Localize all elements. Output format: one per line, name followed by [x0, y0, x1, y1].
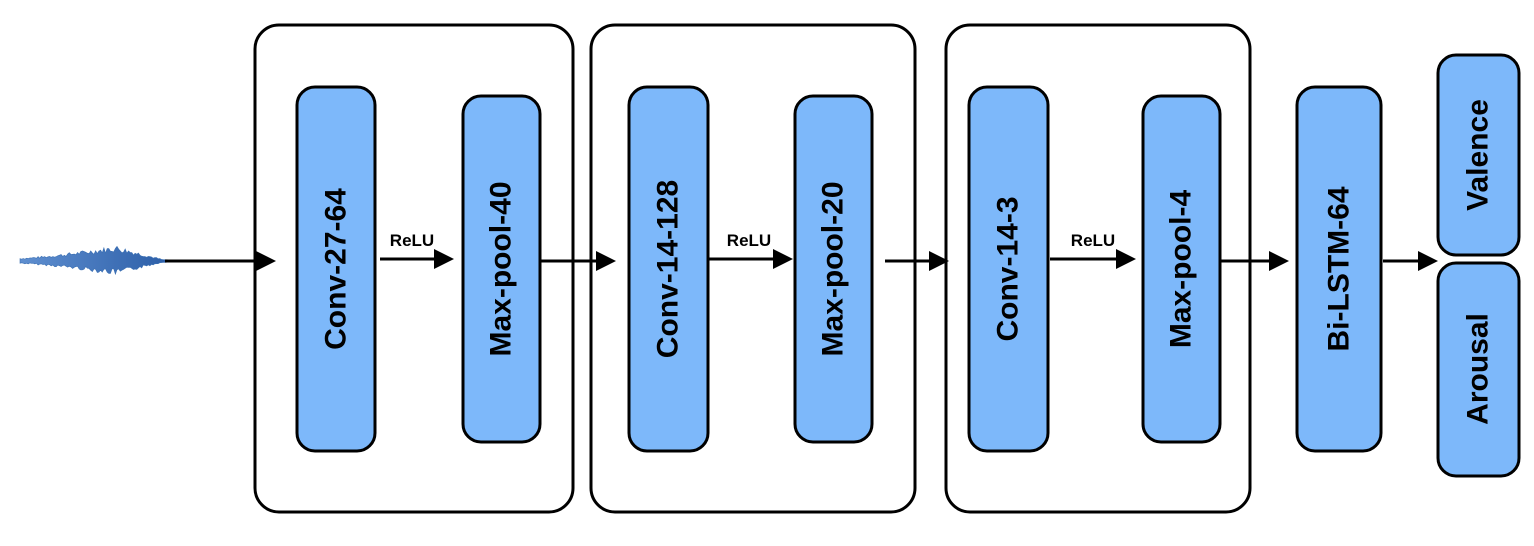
conv-block-2-box: [589, 23, 917, 514]
maxpool-layer-3: [1141, 94, 1222, 444]
arrow-input-to-block1: [165, 251, 276, 271]
arousal-output-label: Arousal: [1462, 313, 1495, 425]
conv-layer-1-label: Conv-27-64: [320, 188, 353, 350]
valence-output: [1436, 53, 1521, 257]
arrow-block1-to-block2: [541, 251, 616, 271]
conv-layer-3-label: Conv-14-3: [992, 196, 1025, 341]
bilstm-layer: [1295, 85, 1383, 453]
maxpool-layer-2: [793, 94, 874, 444]
maxpool-layer-2-label: Max-pool-20: [817, 181, 850, 356]
conv-layer-1: [295, 85, 377, 453]
relu-label-3: ReLU: [1071, 231, 1115, 250]
relu-label-1: ReLU: [390, 231, 434, 250]
audio-waveform-icon: [19, 245, 169, 276]
arousal-output: [1436, 261, 1521, 478]
arrow-bilstm-to-outputs: [1383, 251, 1438, 271]
conv-block-3-box: [944, 23, 1252, 514]
conv-layer-3: [967, 85, 1050, 453]
arrow-block2-to-block3: [885, 251, 949, 271]
maxpool-layer-1-label: Max-pool-40: [485, 181, 518, 356]
conv-layer-2: [627, 85, 710, 453]
conv-layer-2-label: Conv-14-128: [652, 180, 685, 358]
arrow-relu-1: [380, 249, 454, 269]
arrow-block3-to-bilstm: [1221, 251, 1289, 271]
arrow-relu-2: [709, 249, 793, 269]
valence-output-label: Valence: [1462, 99, 1495, 211]
bilstm-layer-label: Bi-LSTM-64: [1323, 186, 1356, 351]
maxpool-layer-3-label: Max-pool-4: [1165, 190, 1198, 349]
conv-block-1-box: [253, 23, 575, 514]
relu-label-2: ReLU: [727, 231, 771, 250]
arrow-relu-3: [1050, 249, 1136, 269]
maxpool-layer-1: [461, 94, 542, 444]
